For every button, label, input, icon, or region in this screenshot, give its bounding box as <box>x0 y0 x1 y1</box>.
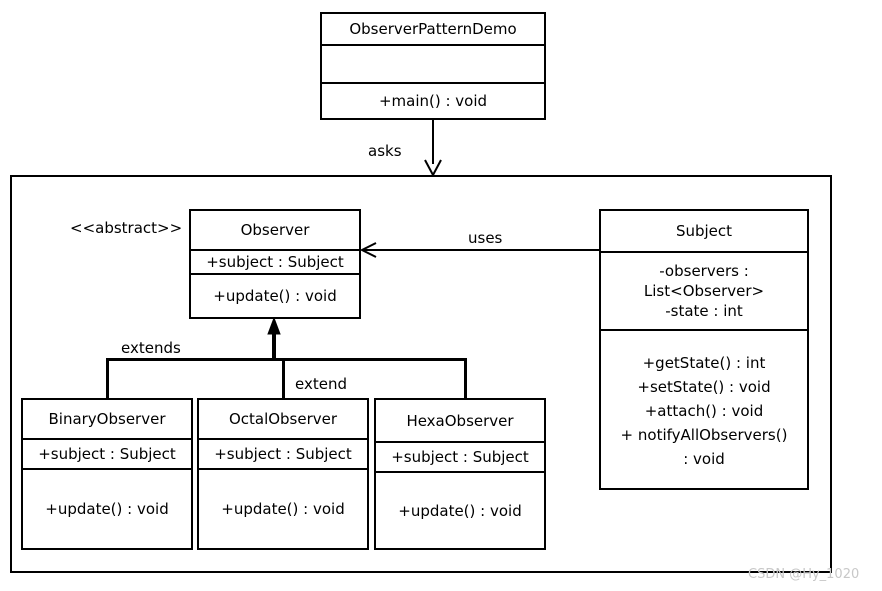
extends-drop-binary <box>106 358 109 400</box>
extends-drop-hexa <box>464 358 467 400</box>
methods-section: +update() : void <box>191 273 359 317</box>
attribute: List<Observer> <box>643 282 765 300</box>
class-name: Subject <box>675 222 733 240</box>
method: +main() : void <box>378 92 488 110</box>
uses-label: uses <box>468 229 503 247</box>
methods-section: +update() : void <box>23 468 191 548</box>
uses-connector <box>362 249 599 251</box>
abstract-stereotype: <<abstract>> <box>70 219 183 237</box>
method: +update() : void <box>213 287 337 305</box>
method: +attach() : void <box>644 402 764 420</box>
attributes-section <box>322 44 544 82</box>
class-name: ObserverPatternDemo <box>349 20 517 38</box>
method: + notifyAllObservers() <box>620 426 788 444</box>
class-name: OctalObserver <box>228 410 338 428</box>
extends-bar <box>106 358 467 361</box>
extends-drop-octal <box>282 358 285 400</box>
attribute: -state : int <box>665 302 743 320</box>
attribute: +subject : Subject <box>214 445 352 463</box>
watermark: CSDN @Hy_1020 <box>748 567 860 582</box>
class-name: BinaryObserver <box>48 410 166 428</box>
class-name: HexaObserver <box>406 411 514 430</box>
class-hexa-observer: HexaObserver +subject : Subject +update(… <box>374 398 546 550</box>
attribute: +subject : Subject <box>38 445 176 463</box>
class-name-section: Observer <box>191 211 359 249</box>
methods-section: +main() : void <box>322 82 544 118</box>
class-observer: Observer +subject : Subject +update() : … <box>189 209 361 319</box>
extends-trunk <box>272 330 276 360</box>
attributes-section: +subject : Subject <box>191 249 359 273</box>
class-name-section: BinaryObserver <box>23 400 191 438</box>
class-name-section: OctalObserver <box>199 400 367 438</box>
extend-label: extend <box>295 375 347 393</box>
class-observer-pattern-demo: ObserverPatternDemo +main() : void <box>320 12 546 120</box>
method: +update() : void <box>221 500 345 518</box>
asks-connector <box>432 120 434 164</box>
methods-section: +update() : void <box>376 471 544 548</box>
methods-section: +getState() : int +setState() : void +at… <box>601 329 807 488</box>
class-name-section: ObserverPatternDemo <box>322 14 544 44</box>
attribute: +subject : Subject <box>391 448 529 466</box>
class-binary-observer: BinaryObserver +subject : Subject +updat… <box>21 398 193 550</box>
method: +update() : void <box>398 501 522 520</box>
attributes-section: +subject : Subject <box>23 438 191 468</box>
asks-arrowhead <box>424 159 442 178</box>
attribute: +subject : Subject <box>206 253 344 271</box>
package-boundary <box>10 175 832 573</box>
attributes-section: +subject : Subject <box>199 438 367 468</box>
class-octal-observer: OctalObserver +subject : Subject +update… <box>197 398 369 550</box>
attributes-section: +subject : Subject <box>376 441 544 471</box>
attribute: -observers : <box>659 262 749 280</box>
class-name-section: HexaObserver <box>376 400 544 441</box>
methods-section: +update() : void <box>199 468 367 548</box>
method: +setState() : void <box>637 378 771 396</box>
method: +getState() : int <box>642 354 766 372</box>
method: : void <box>683 450 725 468</box>
method: +update() : void <box>45 500 169 518</box>
extends-label: extends <box>121 339 181 357</box>
asks-label: asks <box>368 142 402 160</box>
attributes-section: -observers : List<Observer> -state : int <box>601 251 807 329</box>
class-name: Observer <box>240 221 310 239</box>
class-name-section: Subject <box>601 211 807 251</box>
class-subject: Subject -observers : List<Observer> -sta… <box>599 209 809 490</box>
